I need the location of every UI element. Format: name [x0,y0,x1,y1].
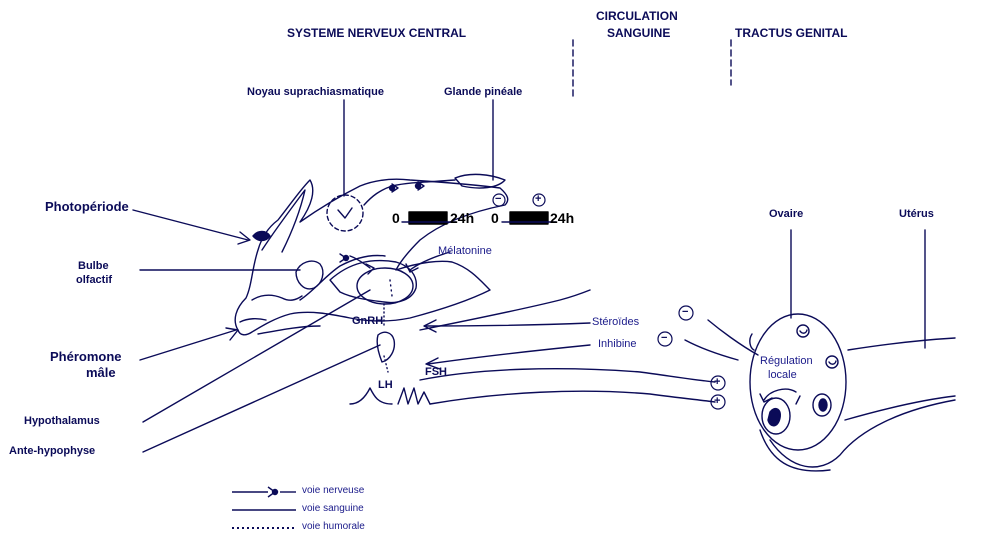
inhibine-path [428,345,590,364]
label-ante-hypophyse: Ante-hypophyse [9,446,95,457]
label-regulation-1: Régulation [760,356,813,367]
nerve-node-2 [416,184,421,189]
label-bulbe-1: Bulbe [78,261,109,272]
uterus-body [770,400,955,467]
leader-ante-hypophyse [143,345,380,452]
label-steroides: Stéroïdes [592,317,639,328]
uterus-tube [845,338,955,420]
sign-plus-lh: + [714,377,720,388]
follicle-4-inner [768,409,780,426]
label-zero-b: 0 [491,211,499,225]
legend-nerveuse: voie nerveuse [302,486,364,496]
label-24h-a: 24h [450,211,474,225]
header-circulation-2: SANGUINE [607,27,670,39]
label-lh: LH [378,380,393,391]
nerve-node-1 [390,186,395,191]
hypothalamus-dots [390,280,392,296]
header-circulation-1: CIRCULATION [596,10,678,22]
label-bulbe-2: olfactif [76,275,112,286]
eye [253,232,270,241]
label-inhibine: Inhibine [598,339,637,350]
label-fsh: FSH [425,367,447,378]
label-regulation-2: locale [768,370,797,381]
nerve-node-3 [344,256,349,261]
follicle-2-mark [829,361,836,364]
scn-circle [327,195,363,231]
pituitary [377,332,394,362]
header-snc: SYSTEME NERVEUX CENTRAL [287,27,466,39]
sign-plus-b: + [535,194,541,205]
arrow-pheromone [226,328,238,340]
sheep-ear [262,190,305,252]
label-uterus: Utérus [899,209,934,220]
leader-photoperiode [133,210,248,240]
label-24h-b: 24h [550,211,574,225]
sign-minus-inhibine: − [661,333,667,344]
follicle-1-mark [800,330,807,333]
nerve-path-top [364,180,455,205]
sheep-head-outline [235,179,508,335]
follicle-3-inner [819,399,827,411]
label-pheromone-1: Phéromone [50,350,122,363]
sheep-jaw [258,326,320,334]
sign-minus-a: − [495,194,501,205]
sign-minus-steroides: − [682,307,688,318]
label-pheromone-2: mâle [86,366,116,379]
label-glande: Glande pinéale [444,87,522,98]
header-tractus: TRACTUS GENITAL [735,27,847,39]
hypothalamus-oval [357,268,413,304]
sheep-mouth [240,319,266,322]
label-hypothalamus: Hypothalamus [24,416,100,427]
label-melatonine: Mélatonine [438,246,492,257]
fsh-pulse-trace [398,388,430,404]
inhibine-link [685,340,738,360]
label-gnrh: GnRH [352,316,383,327]
sign-plus-fsh: + [714,396,720,407]
label-photoperiode: Photopériode [45,200,129,213]
vessel-lh [420,369,715,382]
vessel-fsh [430,391,715,404]
leader-pheromone [140,330,236,360]
legend-humorale: voie humorale [302,522,365,532]
label-noyau: Noyau suprachiasmatique [247,87,384,98]
label-ovaire: Ovaire [769,209,803,220]
scn-mark [338,208,352,218]
legend-sanguine: voie sanguine [302,504,364,514]
label-zero-a: 0 [392,211,400,225]
sheep-snout [252,295,302,300]
follicle-5 [750,334,754,350]
leader-hypothalamus [143,290,370,422]
legend-node [273,490,278,495]
regulation-cycle [764,389,800,404]
